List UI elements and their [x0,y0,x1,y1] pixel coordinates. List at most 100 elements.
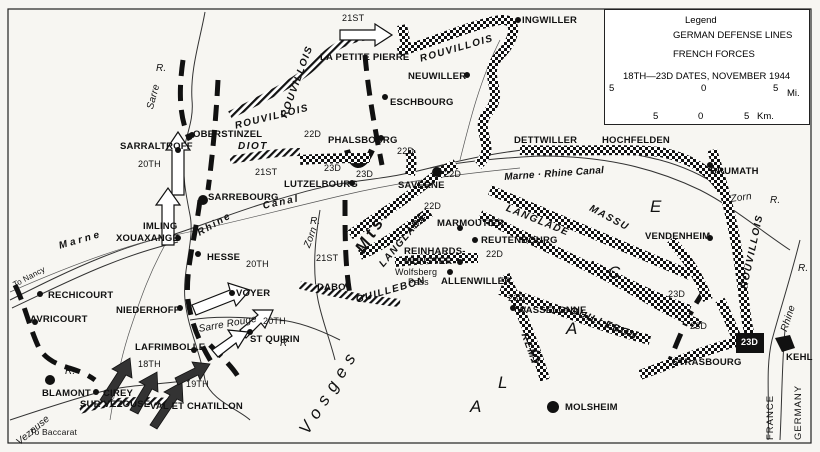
zorn-upper-line [314,209,336,361]
solid-arrows [99,357,211,430]
label-reutenbourg: REUTENBOURG [481,235,558,246]
label-rhine-r: R. [798,263,809,274]
defense-line-avricourt [12,283,97,383]
label-oberstinzel: OBERSTINZEL [193,129,263,140]
langlade-route-b [587,260,692,315]
label-to-baccarat: To Baccarat [30,427,78,437]
label-vendenheim: VENDENHEIM [645,231,711,242]
label-sarraltroff: SARRALTROFF [120,141,193,152]
label-brumath: BRUMATH [710,166,759,177]
label-dettwiller: DETTWILLER [514,135,578,146]
label-date-21st-diot: 21ST [255,167,278,177]
sarre-river-line [182,11,251,421]
label-date-21st-top: 21ST [342,13,365,23]
marker-imling [175,235,181,241]
sarre-rouge-line [189,316,341,341]
label-date-23d-saverne: 23D [356,169,374,179]
marker-allenwiller [447,269,453,275]
diot-route [229,148,301,164]
marker-dabo [345,282,351,288]
label-alsace-5: C [608,263,623,282]
label-alsace-6: E [650,197,664,216]
label-avricourt: AVRICOURT [30,314,88,325]
remy-route [500,273,550,382]
marker-eschbourg [382,94,388,100]
label-wolfsberg: Wolfsberg [395,267,438,277]
marker-oberstinzel [189,132,195,138]
label-zorn-r: R. [770,195,781,206]
la-petite-pierre-route [397,24,412,53]
label-date-22d-saverne: 22D [444,169,462,179]
label-rechicourt: RECHICOURT [48,290,114,301]
marker-hesse [195,251,201,257]
legend-km-tick-right: 5 [744,111,750,122]
legend-km-tick-mid: 0 [698,111,704,122]
label-zorn-upper-r: R. [310,216,321,227]
legend-mi-unit: Mi. [787,88,800,99]
marker-saverne [432,167,442,177]
label-pass: Pass [408,277,429,287]
label-neuwiller: NEUWILLER [408,71,467,82]
arrow-st-quirin [211,329,250,358]
legend-french-label: FRENCH FORCES [673,49,755,60]
marker-reutenbourg [472,237,478,243]
label-alsace-4: A [566,319,580,338]
label-hesse: HESSE [207,252,241,263]
marker-munster [457,259,463,265]
marker-blamont [45,375,55,385]
arrow-18th [129,371,159,415]
label-germany: GERMANY [793,384,804,440]
legend: Legend GERMAN DEFENSE LINES FRENCH FORCE… [604,9,810,125]
label-voyer: VOYER [236,288,271,299]
label-xouaxange: XOUAXANGE [116,233,180,244]
label-eschbourg: ESCHBOURG [390,97,454,108]
legend-km-unit: Km. [757,111,774,122]
vendenheim-route [666,236,713,302]
arrow-sarraltroff [164,130,192,196]
hochfelden-route [519,145,727,193]
langlade-saverne-route [358,207,433,260]
defense-line-vosges [342,199,353,296]
defense-line-oberstinzel [205,79,221,191]
label-dabo: DABO [317,282,346,293]
marker-brumath [707,162,713,168]
reinhardsmunster-route [394,253,479,267]
phalsbourg-route-east [405,149,417,176]
marker-neuwiller [464,72,470,78]
label-date-21st-dabo: 21ST [316,253,339,263]
marker-molsheim [547,401,559,413]
label-date-18th: 18TH [138,359,161,369]
label-st-quirin: ST QUIRIN [250,334,300,345]
rouvillois-route-north [396,15,519,169]
label-date-19th: 19TH [186,379,209,389]
saverne-route [347,159,459,240]
legend-mi-tick-mid: 0 [701,83,707,94]
label-kehl: KEHL [786,352,813,363]
label-reinhardsmunster-line2: MUNSTER [404,256,453,267]
label-wasselonne: WASSELONNE [517,305,587,316]
arrow-imling [154,186,182,246]
label-sur-vezouse: SUR VEZOUSE [80,399,151,410]
label-date-20th-voyer: 20TH [246,259,269,269]
label-allenwiller: ALLENWILLER [441,276,512,287]
legend-km-tick-left: 5 [653,111,659,122]
label-alsace-1: A [470,397,484,416]
label-date-22d-phalsbourg: 22D [304,129,322,139]
label-molsheim: MOLSHEIM [565,402,618,413]
marker-lutzelbourg [349,180,355,186]
label-date-23d-vendenheim: 23D [668,289,686,299]
massu-route [488,185,692,280]
marker-wasselonne [510,305,516,311]
label-lutzelbourg: LUTZELBOURG [284,179,358,190]
marker-st-quirin [247,329,253,335]
legend-title: Legend [685,15,717,26]
marker-cirey [93,389,99,395]
legend-mi-tick-right: 5 [773,83,779,94]
kehl-block [775,335,795,352]
label-reinhardsmunster-line1: REINHARDS- [404,246,466,257]
marker-voyer [229,290,235,296]
label-blamont: BLAMONT [42,388,91,399]
label-la-petite-pierre: LA PETITE PIERRE [320,52,410,63]
label-cirey: CIREY [103,388,134,399]
label-lafrimbolle: LAFRIMBOLLE [135,342,206,353]
